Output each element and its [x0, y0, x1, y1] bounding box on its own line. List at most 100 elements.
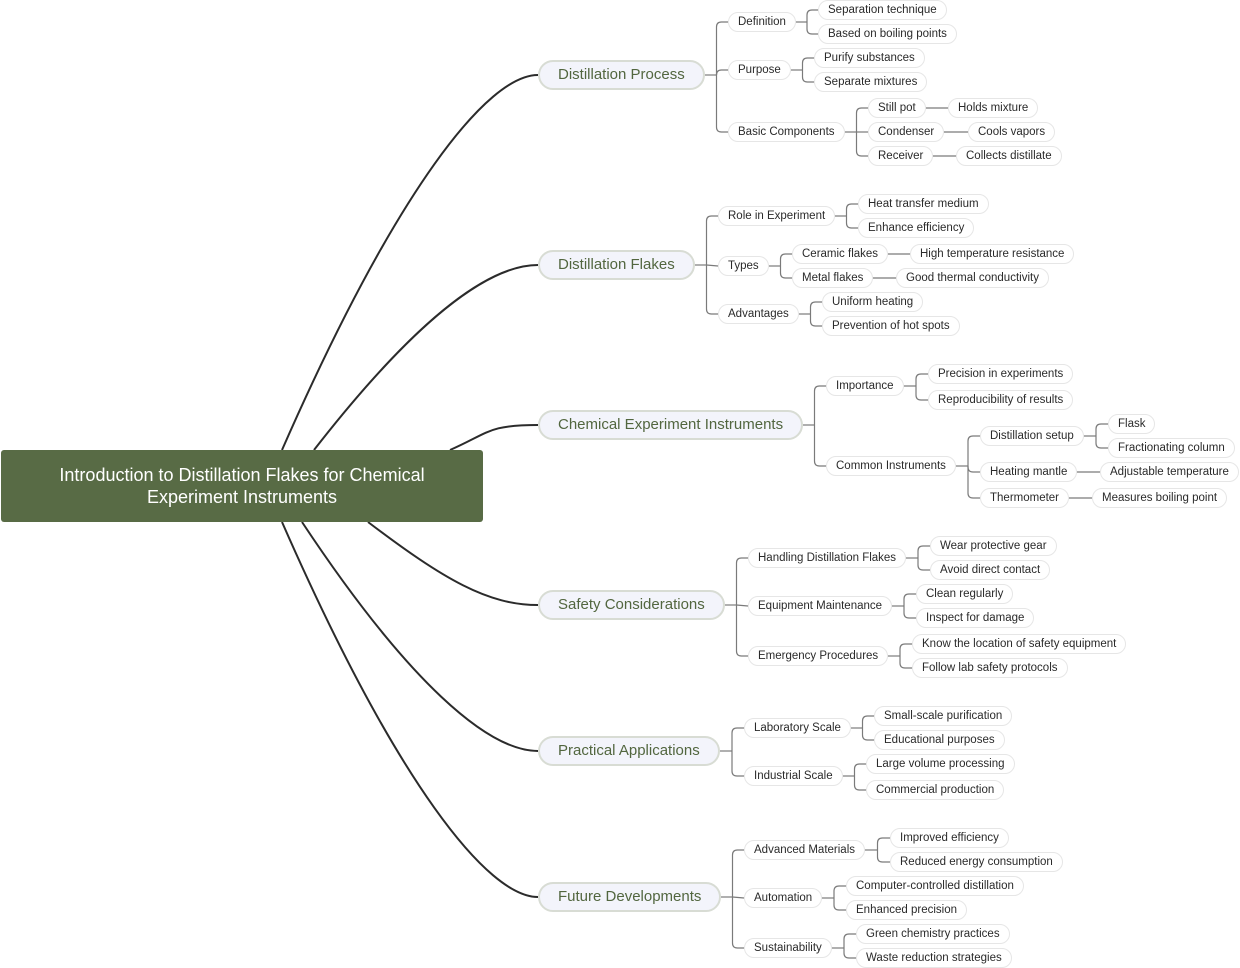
- topic-uniform-heating[interactable]: Uniform heating: [822, 292, 924, 312]
- topic-connector: [917, 558, 930, 571]
- topic-connector: [801, 57, 814, 70]
- topic-connector: [861, 715, 874, 728]
- topic-connector: [735, 557, 748, 605]
- topic-cools-vapors[interactable]: Cools vapors: [968, 122, 1056, 142]
- topic-precision-in-experiments[interactable]: Precision in experiments: [928, 364, 1074, 384]
- topic-enhanced-precision[interactable]: Enhanced precision: [846, 900, 968, 920]
- topic-waste-reduction-strategies[interactable]: Waste reduction strategies: [856, 948, 1012, 968]
- topic-purpose[interactable]: Purpose: [728, 60, 791, 80]
- topic-flask[interactable]: Flask: [1108, 414, 1156, 434]
- topic-emergency-procedures[interactable]: Emergency Procedures: [748, 646, 889, 666]
- topic-ceramic-flakes[interactable]: Ceramic flakes: [792, 244, 889, 264]
- topic-connector: [806, 22, 818, 35]
- topic-based-on-boiling-points[interactable]: Based on boiling points: [818, 24, 957, 44]
- topic-educational-purposes[interactable]: Educational purposes: [874, 730, 1005, 750]
- topic-separate-mixtures[interactable]: Separate mixtures: [814, 72, 928, 92]
- branch-distillation-flakes[interactable]: Distillation Flakes: [538, 250, 695, 280]
- topic-good-thermal-conductivity[interactable]: Good thermal conductivity: [896, 268, 1049, 288]
- branch-connector: [281, 521, 539, 898]
- topic-connector: [861, 728, 874, 741]
- branch-safety-considerations[interactable]: Safety Considerations: [538, 590, 725, 620]
- topic-connector: [967, 466, 980, 499]
- topic-laboratory-scale[interactable]: Laboratory Scale: [744, 718, 851, 738]
- topic-automation[interactable]: Automation: [744, 888, 823, 908]
- topic-connector: [917, 545, 930, 558]
- topic-purify-substances[interactable]: Purify substances: [814, 48, 925, 68]
- topic-connector: [833, 885, 846, 898]
- topic-connector: [715, 69, 728, 76]
- topic-heating-mantle[interactable]: Heating mantle: [980, 462, 1078, 482]
- topic-inspect-for-damage[interactable]: Inspect for damage: [916, 608, 1035, 628]
- topic-receiver[interactable]: Receiver: [868, 146, 934, 166]
- topic-connector: [855, 107, 868, 132]
- topic-measures-boiling-point[interactable]: Measures boiling point: [1092, 488, 1228, 508]
- topic-avoid-direct-contact[interactable]: Avoid direct contact: [930, 560, 1051, 580]
- topic-connector: [967, 466, 980, 473]
- topic-heat-transfer-medium[interactable]: Heat transfer medium: [858, 194, 989, 214]
- topic-basic-components[interactable]: Basic Components: [728, 122, 845, 142]
- topic-holds-mixture[interactable]: Holds mixture: [948, 98, 1039, 118]
- topic-connector: [876, 837, 890, 850]
- topic-connector: [809, 301, 822, 314]
- topic-industrial-scale[interactable]: Industrial Scale: [744, 766, 843, 786]
- topic-small-scale-purification[interactable]: Small-scale purification: [874, 706, 1013, 726]
- topic-connector: [813, 385, 826, 425]
- topic-connector: [706, 264, 719, 267]
- topic-follow-lab-safety-protocols[interactable]: Follow lab safety protocols: [912, 658, 1068, 678]
- topic-reproducibility-of-results[interactable]: Reproducibility of results: [928, 390, 1074, 410]
- topic-connector: [843, 933, 856, 948]
- branch-connector: [313, 264, 539, 451]
- topic-green-chemistry-practices[interactable]: Green chemistry practices: [856, 924, 1010, 944]
- topic-importance[interactable]: Importance: [826, 376, 904, 396]
- topic-connector: [845, 203, 858, 216]
- topic-reduced-energy-consumption[interactable]: Reduced energy consumption: [890, 852, 1063, 872]
- topic-wear-protective-gear[interactable]: Wear protective gear: [930, 536, 1057, 556]
- topic-connector: [903, 593, 916, 606]
- topic-connector: [779, 266, 792, 279]
- topic-advantages[interactable]: Advantages: [718, 304, 799, 324]
- topic-prevention-of-hot-spots[interactable]: Prevention of hot spots: [822, 316, 960, 336]
- topic-connector: [1095, 423, 1108, 436]
- topic-clean-regularly[interactable]: Clean regularly: [916, 584, 1014, 604]
- topic-connector: [899, 643, 912, 656]
- branch-connector: [367, 521, 539, 606]
- topic-sustainability[interactable]: Sustainability: [744, 938, 832, 958]
- topic-large-volume-processing[interactable]: Large volume processing: [866, 754, 1015, 774]
- topic-connector: [855, 132, 868, 157]
- branch-chemical-experiment-instruments[interactable]: Chemical Experiment Instruments: [538, 410, 804, 440]
- topic-distillation-setup[interactable]: Distillation setup: [980, 426, 1084, 446]
- topic-definition[interactable]: Definition: [728, 12, 796, 32]
- topic-connector: [853, 776, 866, 791]
- topic-connector: [732, 896, 745, 899]
- topic-equipment-maintenance[interactable]: Equipment Maintenance: [748, 596, 893, 616]
- topic-thermometer[interactable]: Thermometer: [980, 488, 1070, 508]
- topic-role-in-experiment[interactable]: Role in Experiment: [718, 206, 836, 226]
- topic-enhance-efficiency[interactable]: Enhance efficiency: [858, 218, 975, 238]
- topic-advanced-materials[interactable]: Advanced Materials: [744, 840, 865, 860]
- topic-adjustable-temperature[interactable]: Adjustable temperature: [1100, 462, 1239, 482]
- topic-still-pot[interactable]: Still pot: [868, 98, 926, 118]
- topic-connector: [903, 606, 916, 619]
- topic-common-instruments[interactable]: Common Instruments: [826, 456, 956, 476]
- branch-future-developments[interactable]: Future Developments: [538, 882, 722, 912]
- root-topic[interactable]: Introduction to Distillation Flakes for …: [1, 450, 483, 522]
- branch-connector: [281, 74, 539, 451]
- topic-commercial-production[interactable]: Commercial production: [866, 780, 1005, 800]
- topic-improved-efficiency[interactable]: Improved efficiency: [890, 828, 1009, 848]
- topic-condenser[interactable]: Condenser: [868, 122, 945, 142]
- topic-fractionating-column[interactable]: Fractionating column: [1108, 438, 1235, 458]
- topic-connector: [843, 948, 856, 959]
- topic-collects-distillate[interactable]: Collects distillate: [956, 146, 1062, 166]
- topic-types[interactable]: Types: [718, 256, 769, 276]
- topic-high-temperature-resistance[interactable]: High temperature resistance: [910, 244, 1075, 264]
- topic-handling-distillation-flakes[interactable]: Handling Distillation Flakes: [748, 548, 907, 568]
- topic-connector: [731, 751, 744, 777]
- branch-practical-applications[interactable]: Practical Applications: [538, 736, 720, 766]
- topic-separation-technique[interactable]: Separation technique: [818, 0, 947, 20]
- topic-know-location-of-safety-equipment[interactable]: Know the location of safety equipment: [912, 634, 1127, 654]
- topic-connector: [715, 75, 728, 133]
- topic-connector: [813, 425, 826, 467]
- branch-distillation-process[interactable]: Distillation Process: [538, 60, 705, 90]
- topic-metal-flakes[interactable]: Metal flakes: [792, 268, 874, 288]
- topic-computer-controlled-distillation[interactable]: Computer-controlled distillation: [846, 876, 1024, 896]
